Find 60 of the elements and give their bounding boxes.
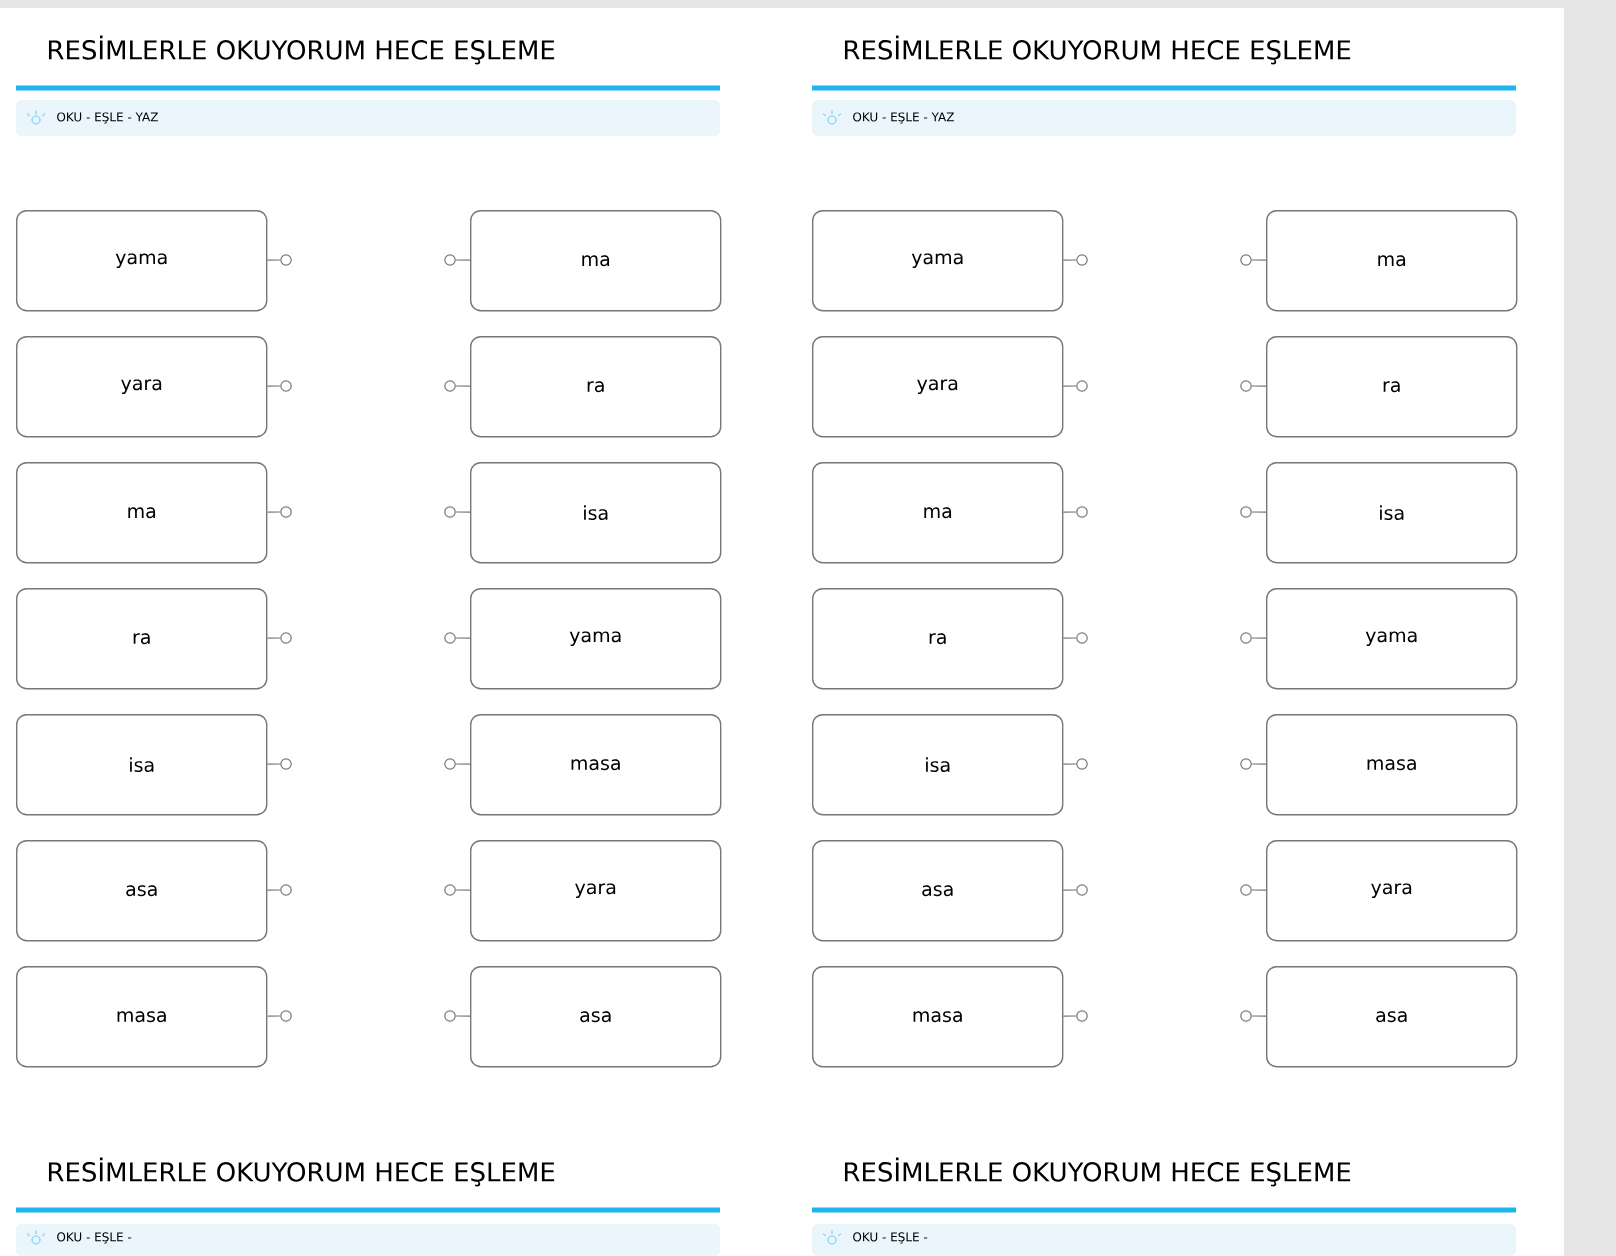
word-box: ra: [16, 588, 268, 690]
word-box: asa: [812, 840, 1064, 942]
connector-line: [1251, 889, 1267, 891]
word-box: masa: [1266, 714, 1518, 816]
word-box: ra: [470, 336, 722, 438]
word-box: ra: [812, 588, 1064, 690]
word-box: yama: [812, 210, 1064, 312]
connector-line: [1062, 1015, 1077, 1017]
word-box: yama: [1266, 588, 1518, 690]
word-box: asa: [16, 840, 268, 942]
connector-line: [455, 763, 471, 765]
word-box: isa: [16, 714, 268, 816]
worksheet-title: RESİMLERLE OKUYORUM HECE EŞLEME: [48, 35, 555, 65]
word-box: isa: [470, 462, 722, 564]
word-box: asa: [470, 966, 722, 1068]
word-box: ra: [1266, 336, 1518, 438]
connector-line: [1251, 637, 1267, 639]
word-box: yara: [1266, 840, 1518, 942]
worksheet-title: RESİMLERLE OKUYORUM HECE EŞLEME: [844, 1157, 1351, 1187]
connector-line: [1062, 889, 1077, 891]
connector-line: [266, 259, 281, 261]
connector-line: [1251, 385, 1267, 387]
connector-line: [455, 385, 471, 387]
connector-line: [1062, 511, 1077, 513]
connector-line: [455, 259, 471, 261]
word-box: yara: [470, 840, 722, 942]
worksheet-title: RESİMLERLE OKUYORUM HECE EŞLEME: [844, 35, 1351, 65]
connector-line: [1251, 511, 1267, 513]
word-box: ma: [1266, 210, 1518, 312]
connector-line: [1251, 763, 1267, 765]
connector-line: [266, 385, 281, 387]
word-box: ma: [470, 210, 722, 312]
word-box: yama: [16, 210, 268, 312]
connector-line: [455, 1015, 471, 1017]
word-box: isa: [812, 714, 1064, 816]
word-box: yama: [470, 588, 722, 690]
connector-line: [1062, 637, 1077, 639]
connector-line: [1251, 1015, 1267, 1017]
word-box: yara: [812, 336, 1064, 438]
word-box: ma: [812, 462, 1064, 564]
connector-line: [1062, 259, 1077, 261]
word-box: asa: [1266, 966, 1518, 1068]
word-box: isa: [1266, 462, 1518, 564]
connector-line: [266, 1015, 281, 1017]
word-box: ma: [16, 462, 268, 564]
connector-line: [1251, 259, 1267, 261]
connector-line: [455, 637, 471, 639]
word-box: yara: [16, 336, 268, 438]
connector-line: [455, 889, 471, 891]
connector-line: [266, 637, 281, 639]
word-box: masa: [812, 966, 1064, 1068]
connector-line: [1062, 385, 1077, 387]
word-box: masa: [470, 714, 722, 816]
worksheet-title: RESİMLERLE OKUYORUM HECE EŞLEME: [48, 1157, 555, 1187]
connector-line: [266, 763, 281, 765]
connector-line: [455, 511, 471, 513]
word-box: masa: [16, 966, 268, 1068]
connector-line: [266, 511, 281, 513]
connector-line: [1062, 763, 1077, 765]
connector-line: [266, 889, 281, 891]
